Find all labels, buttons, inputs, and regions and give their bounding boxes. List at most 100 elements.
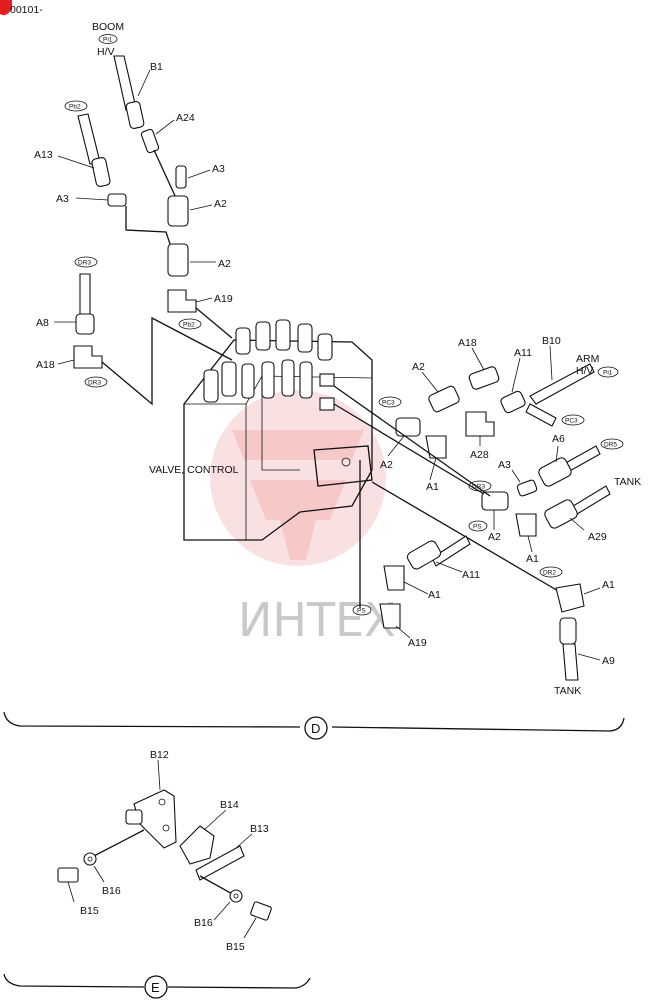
callout-boom: BOOM <box>92 21 124 33</box>
section-d-marker: D <box>311 721 320 736</box>
callout-a24: A24 <box>176 112 195 124</box>
elbow-a18-left <box>73 345 103 369</box>
callout-a6: A6 <box>552 433 565 445</box>
corner-mark <box>0 0 12 16</box>
callout-a1-d: A1 <box>602 579 615 591</box>
adapter-a2-lower <box>167 243 189 277</box>
callout-a29: A29 <box>588 531 607 543</box>
callout-a19-low: A19 <box>408 637 427 649</box>
callout-pb2-lower: Pb2 <box>183 322 195 329</box>
adapter-a2-upper <box>167 195 189 227</box>
port-tag-pb2-top <box>64 100 88 112</box>
adapter-a2-valve <box>395 417 421 437</box>
callout-b1: B1 <box>150 61 163 73</box>
callout-a2-valve: A2 <box>380 459 393 471</box>
port-tag-ps-b <box>352 604 372 616</box>
elbow-a1-b <box>515 513 537 537</box>
callout-b14: B14 <box>220 799 239 811</box>
port-tag-pc3-b <box>561 414 585 426</box>
port-tag-arm-pi1 <box>597 366 619 378</box>
callout-a11-low: A11 <box>462 569 480 581</box>
callout-a3-low: A3 <box>498 459 511 471</box>
elbow-a19-low <box>379 603 401 629</box>
adapter-a2-mid <box>428 385 460 413</box>
section-d-bracket <box>3 711 625 740</box>
section-e-marker: E <box>151 980 160 995</box>
fitting-a18-right <box>468 366 500 390</box>
callout-dr5: DR5 <box>604 442 617 449</box>
callout-a19-top: A19 <box>214 293 233 305</box>
callout-pc3-b: PC3 <box>565 418 578 425</box>
callout-a3-right: A3 <box>212 163 225 175</box>
callout-a11-top: A11 <box>514 347 532 359</box>
callout-a1-b: A1 <box>526 553 539 565</box>
plate-b13 <box>195 845 245 881</box>
header-code: 00101- <box>10 4 43 16</box>
callout-a9: A9 <box>602 655 615 667</box>
elbow-a1-a <box>425 435 447 459</box>
callout-a2-right: A2 <box>488 531 501 543</box>
callout-boom-pi1: Pi1 <box>103 37 113 44</box>
fitting-a3-low <box>516 479 538 497</box>
watermark-text: ИНТЕХ <box>238 593 396 647</box>
callout-b16-right: B16 <box>194 917 213 929</box>
callout-a3-left: A3 <box>56 193 69 205</box>
elbow-a28 <box>465 411 495 437</box>
port-tag-pc3-a <box>378 396 402 408</box>
port-tag-ps-a <box>468 520 488 532</box>
callout-tank-top: TANK <box>614 476 641 488</box>
boom-pilot-hose <box>113 55 145 129</box>
port-tag-dr3-left-lower <box>84 376 108 388</box>
fitting-a11-top <box>500 390 526 414</box>
callout-b13: B13 <box>250 823 269 835</box>
callout-a18-left: A18 <box>36 359 55 371</box>
port-tag-pb2-lower <box>178 318 202 330</box>
hose-a8 <box>79 273 91 319</box>
port-tag-dr5 <box>600 438 624 450</box>
elbow-a19-top <box>167 289 197 313</box>
port-tag-pi1-boom <box>98 34 118 44</box>
port-tag-dr3-left <box>74 256 98 268</box>
callout-a1-a: A1 <box>426 481 439 493</box>
hose-a9 <box>562 643 579 681</box>
washer-b16-left <box>83 852 97 866</box>
adapter-a2-right <box>481 491 509 511</box>
hose-a13 <box>77 113 101 165</box>
fitting-a9 <box>559 617 577 645</box>
callout-dr2: DR2 <box>543 570 556 577</box>
bolt-b15-left <box>57 867 79 883</box>
callout-arm-pi1: Pi1 <box>603 370 613 377</box>
fitting-a3-right <box>175 165 187 189</box>
part-b14 <box>179 825 215 865</box>
callout-arm: ARM <box>576 353 599 365</box>
hose-a11-low <box>431 535 471 567</box>
callout-a2-mid: A2 <box>412 361 425 373</box>
callout-b16-left: B16 <box>102 885 121 897</box>
callout-a2-lower: A2 <box>218 258 231 270</box>
callout-pb2-top: Pb2 <box>69 104 81 111</box>
callout-dr3-left: DR3 <box>78 260 91 267</box>
callout-a2-upper: A2 <box>214 198 227 210</box>
callout-valve-control: VALVE, CONTROL <box>149 464 239 476</box>
callout-b10: B10 <box>542 335 561 347</box>
callout-dr3-left-lower: DR3 <box>88 380 101 387</box>
elbow-a1-d <box>555 583 585 613</box>
callout-b15-left: B15 <box>80 905 99 917</box>
callout-boom-hv: H/V <box>97 46 115 58</box>
bolt-b15-right <box>250 901 272 921</box>
callout-a13: A13 <box>34 149 53 161</box>
callout-b12: B12 <box>150 749 169 761</box>
callout-a18-right: A18 <box>458 337 477 349</box>
callout-dr3-mid: DR3 <box>472 484 485 491</box>
washer-b16-right <box>229 889 243 903</box>
callout-b15-right: B15 <box>226 941 245 953</box>
port-tag-dr2 <box>539 566 563 578</box>
fitting-a24 <box>140 128 160 154</box>
hose-b10 <box>529 363 595 405</box>
callout-arm-hv: H/V <box>576 365 594 377</box>
control-valve <box>183 319 373 541</box>
section-e-bracket <box>3 973 311 999</box>
callout-a28: A28 <box>470 449 489 461</box>
